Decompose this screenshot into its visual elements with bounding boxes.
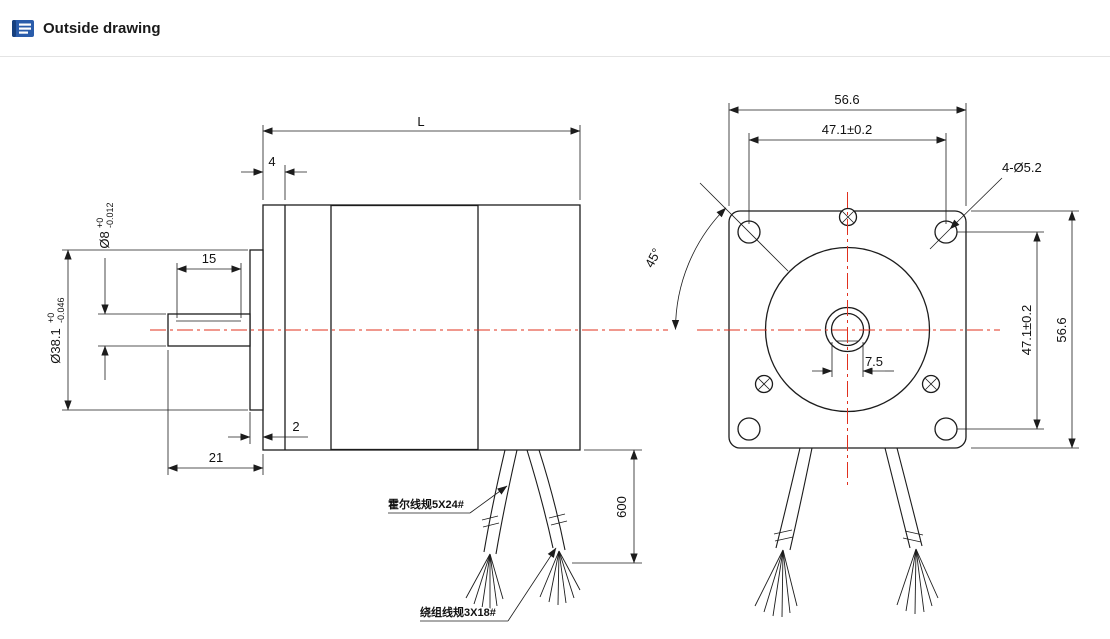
winding-wire-callout: 绕组线规3X18#	[419, 547, 557, 622]
dim-length-label: L	[417, 114, 424, 129]
mount-holes-label: 4-Ø5.2	[1002, 160, 1042, 175]
hall-wire-label: 霍尔线规5X24#	[388, 497, 464, 511]
front-wire-bundle-right	[884, 447, 939, 615]
screw-head-right	[921, 374, 941, 394]
dim-shaft-flat-label: 7.5	[865, 354, 883, 369]
dim-hole-spacing-top: 47.1±0.2	[748, 120, 947, 224]
dim-shaft-flat-width: 7.5	[812, 342, 894, 377]
shaft-dia-tol-lower: -0.012	[105, 202, 115, 228]
dim-hole-spacing-top-label: 47.1±0.2	[822, 122, 873, 137]
dim-hole-spacing-right-label: 47.1±0.2	[1019, 305, 1034, 356]
wire-bundle-left	[465, 449, 518, 610]
dim-flange-width: 56.6	[728, 90, 967, 206]
dim-boss-depth: 2	[228, 412, 308, 444]
drawing-icon	[12, 19, 34, 37]
stator-lamination	[330, 204, 479, 451]
dim-flat-length-label: 15	[202, 251, 216, 266]
dim-shaft-flat-length: 15	[176, 249, 242, 318]
winding-wire-label: 绕组线规3X18#	[420, 605, 496, 619]
screw-head-top	[838, 207, 858, 227]
dim-wire-length: 600	[572, 449, 642, 564]
mounting-hole-top-right	[934, 220, 958, 244]
boss-dia-tol-upper: +0	[46, 313, 56, 323]
screw-head-left	[754, 374, 774, 394]
shaft-dia-tol-upper: +0	[95, 218, 105, 228]
mounting-hole-bottom-right	[934, 417, 958, 441]
dim-boss-diameter: Ø38.1 +0 -0.046	[45, 249, 248, 411]
dim-hole-spacing-right: 47.1±0.2	[957, 231, 1044, 430]
page-title: Outside drawing	[43, 19, 161, 37]
centerlines	[150, 192, 1000, 488]
dim-shaft-diameter: Ø8 +0 -0.012	[94, 201, 166, 380]
dim-shaft-length: 21	[167, 350, 264, 475]
dim-front-plate-label: 4	[268, 154, 275, 169]
dim-wire-length-label: 600	[614, 496, 629, 518]
dim-flange-height: 56.6	[971, 210, 1079, 449]
side-view: L 4 15 21	[45, 112, 642, 622]
shaft-diameter-label: Ø8	[97, 231, 112, 248]
mount-holes-callout: 4-Ø5.2	[929, 158, 1044, 250]
dim-front-plate-thickness: 4	[241, 152, 307, 200]
hall-wire-callout: 霍尔线规5X24#	[387, 485, 508, 514]
dim-shaft-length-label: 21	[209, 450, 223, 465]
angle-label: 45°	[642, 246, 664, 270]
dim-flange-height-label: 56.6	[1054, 317, 1069, 342]
section-header: Outside drawing	[0, 0, 1110, 57]
wire-bundle-right	[526, 449, 581, 606]
boss-dia-tol-lower: -0.046	[56, 297, 66, 323]
front-view: 56.6 47.1±0.2 4-Ø5.2 45°	[640, 90, 1079, 618]
boss-diameter-label: Ø38.1	[48, 328, 63, 363]
dim-length: L	[262, 112, 581, 200]
mounting-hole-bottom-left	[737, 417, 761, 441]
dim-flange-width-label: 56.6	[834, 92, 859, 107]
motor-body-outline	[262, 204, 581, 451]
front-wire-bundle-left	[754, 447, 813, 618]
dim-boss-depth-label: 2	[292, 419, 299, 434]
